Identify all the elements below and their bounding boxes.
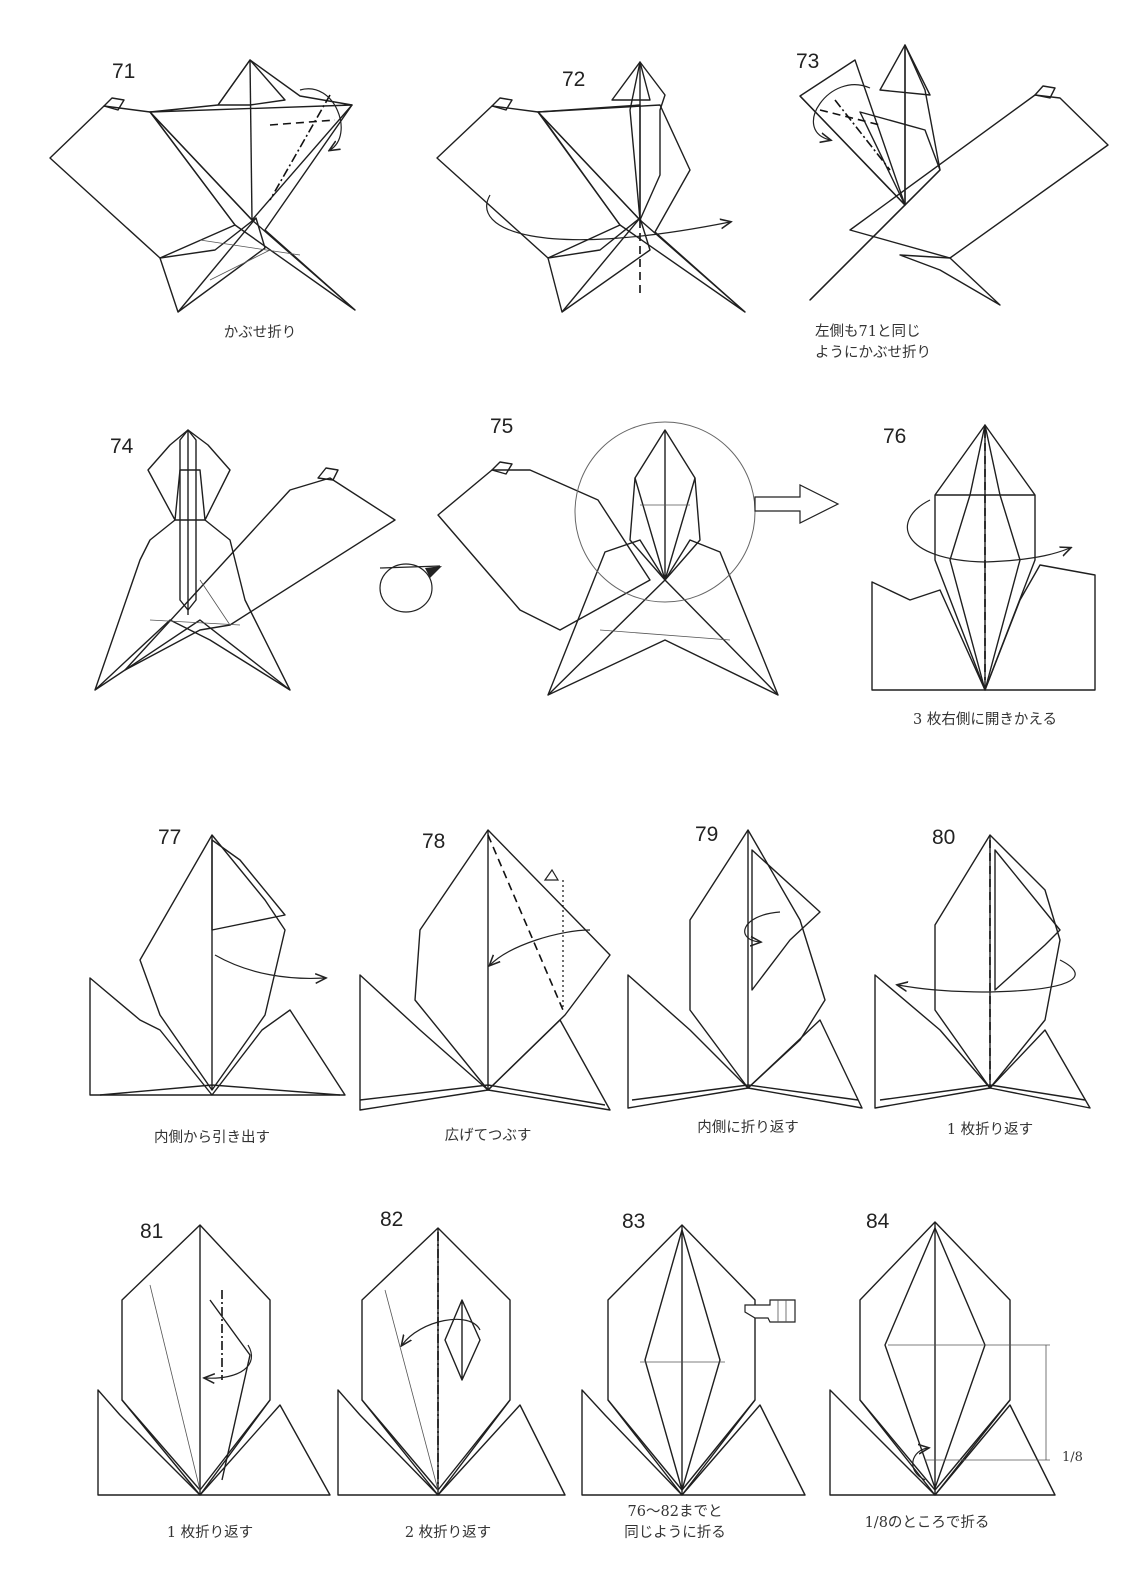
step-77-caption: 内側から引き出す bbox=[154, 1130, 270, 1146]
step-71-caption: かぶせ折り bbox=[223, 325, 297, 341]
step-73-figure bbox=[799, 44, 1109, 306]
pointing-hand-icon bbox=[744, 1299, 796, 1323]
step-84-figure bbox=[829, 1221, 1056, 1496]
step-78-figure bbox=[359, 829, 611, 1111]
step-72-figure bbox=[436, 61, 746, 313]
step-77-number: 77 bbox=[158, 826, 182, 849]
step-79-caption: 内側に折り返す bbox=[697, 1120, 799, 1136]
step-80-caption: 1 枚折り返す bbox=[946, 1122, 1034, 1138]
step-79-number: 79 bbox=[695, 823, 719, 846]
step-76-figure bbox=[871, 424, 1096, 691]
step-78-number: 78 bbox=[422, 830, 446, 853]
enlarge-arrow-icon bbox=[754, 484, 840, 524]
measure-label: 1/8 bbox=[1062, 1450, 1083, 1465]
step-80-figure bbox=[874, 834, 1091, 1109]
step-83-caption: 76～82までと 同じように折る bbox=[624, 1504, 726, 1541]
step-74-number: 74 bbox=[110, 435, 134, 458]
step-75-number: 75 bbox=[490, 415, 514, 438]
step-76-number: 76 bbox=[883, 425, 907, 448]
step-73-caption: 左側も71と同じ ようにかぶせ折り bbox=[815, 324, 931, 361]
step-73-number: 73 bbox=[796, 50, 820, 73]
step-83-number: 83 bbox=[622, 1210, 646, 1233]
step-71-number: 71 bbox=[112, 60, 136, 83]
turn-over-icon bbox=[379, 563, 442, 613]
step-84-caption: 1/8のところで折る bbox=[864, 1515, 990, 1531]
step-78-caption: 広げてつぶす bbox=[444, 1128, 532, 1144]
step-77-figure bbox=[89, 834, 346, 1096]
step-82-caption: 2 枚折り返す bbox=[404, 1525, 492, 1541]
step-74-figure bbox=[94, 429, 396, 691]
step-82-figure bbox=[337, 1227, 566, 1496]
step-84-number: 84 bbox=[866, 1210, 890, 1233]
step-81-figure bbox=[97, 1224, 331, 1496]
step-82-number: 82 bbox=[380, 1208, 404, 1231]
step-83-figure bbox=[581, 1224, 806, 1496]
step-76-caption: 3 枚右側に開きかえる bbox=[913, 712, 1057, 728]
step-71-figure bbox=[49, 59, 356, 313]
step-75-figure bbox=[437, 421, 779, 696]
step-80-number: 80 bbox=[932, 826, 956, 849]
step-72-number: 72 bbox=[562, 68, 586, 91]
step-79-figure bbox=[627, 829, 863, 1109]
step-81-number: 81 bbox=[140, 1220, 164, 1243]
step-81-caption: 1 枚折り返す bbox=[166, 1525, 254, 1541]
